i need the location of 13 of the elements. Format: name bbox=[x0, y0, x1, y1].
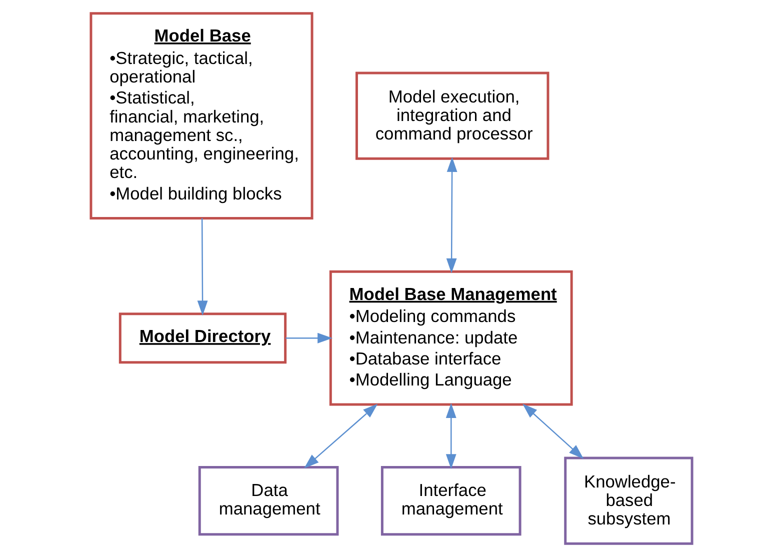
node-box: Model Base Management •Modeling commands •Maintenance: update •Database interface •Modelling Language bbox=[328, 270, 572, 406]
arrow bbox=[196, 218, 208, 316]
arrow bbox=[522, 404, 584, 459]
node-box: Model Base •Strategic, tactical, operational •Statistical, financial, marketing, management sc., accounting, engineering, etc. •Model building blocks bbox=[89, 12, 313, 220]
node-box: Model Directory bbox=[118, 312, 286, 364]
arrow bbox=[304, 404, 378, 468]
arrow bbox=[285, 332, 332, 344]
node-box: Model execution, integration and command processor bbox=[354, 72, 549, 160]
arrow bbox=[445, 403, 456, 470]
arrow bbox=[446, 157, 457, 274]
node-box: Interface management bbox=[380, 466, 521, 536]
node-box: Knowledge-based subsystem bbox=[564, 456, 693, 545]
node-box: Data management bbox=[198, 466, 338, 536]
